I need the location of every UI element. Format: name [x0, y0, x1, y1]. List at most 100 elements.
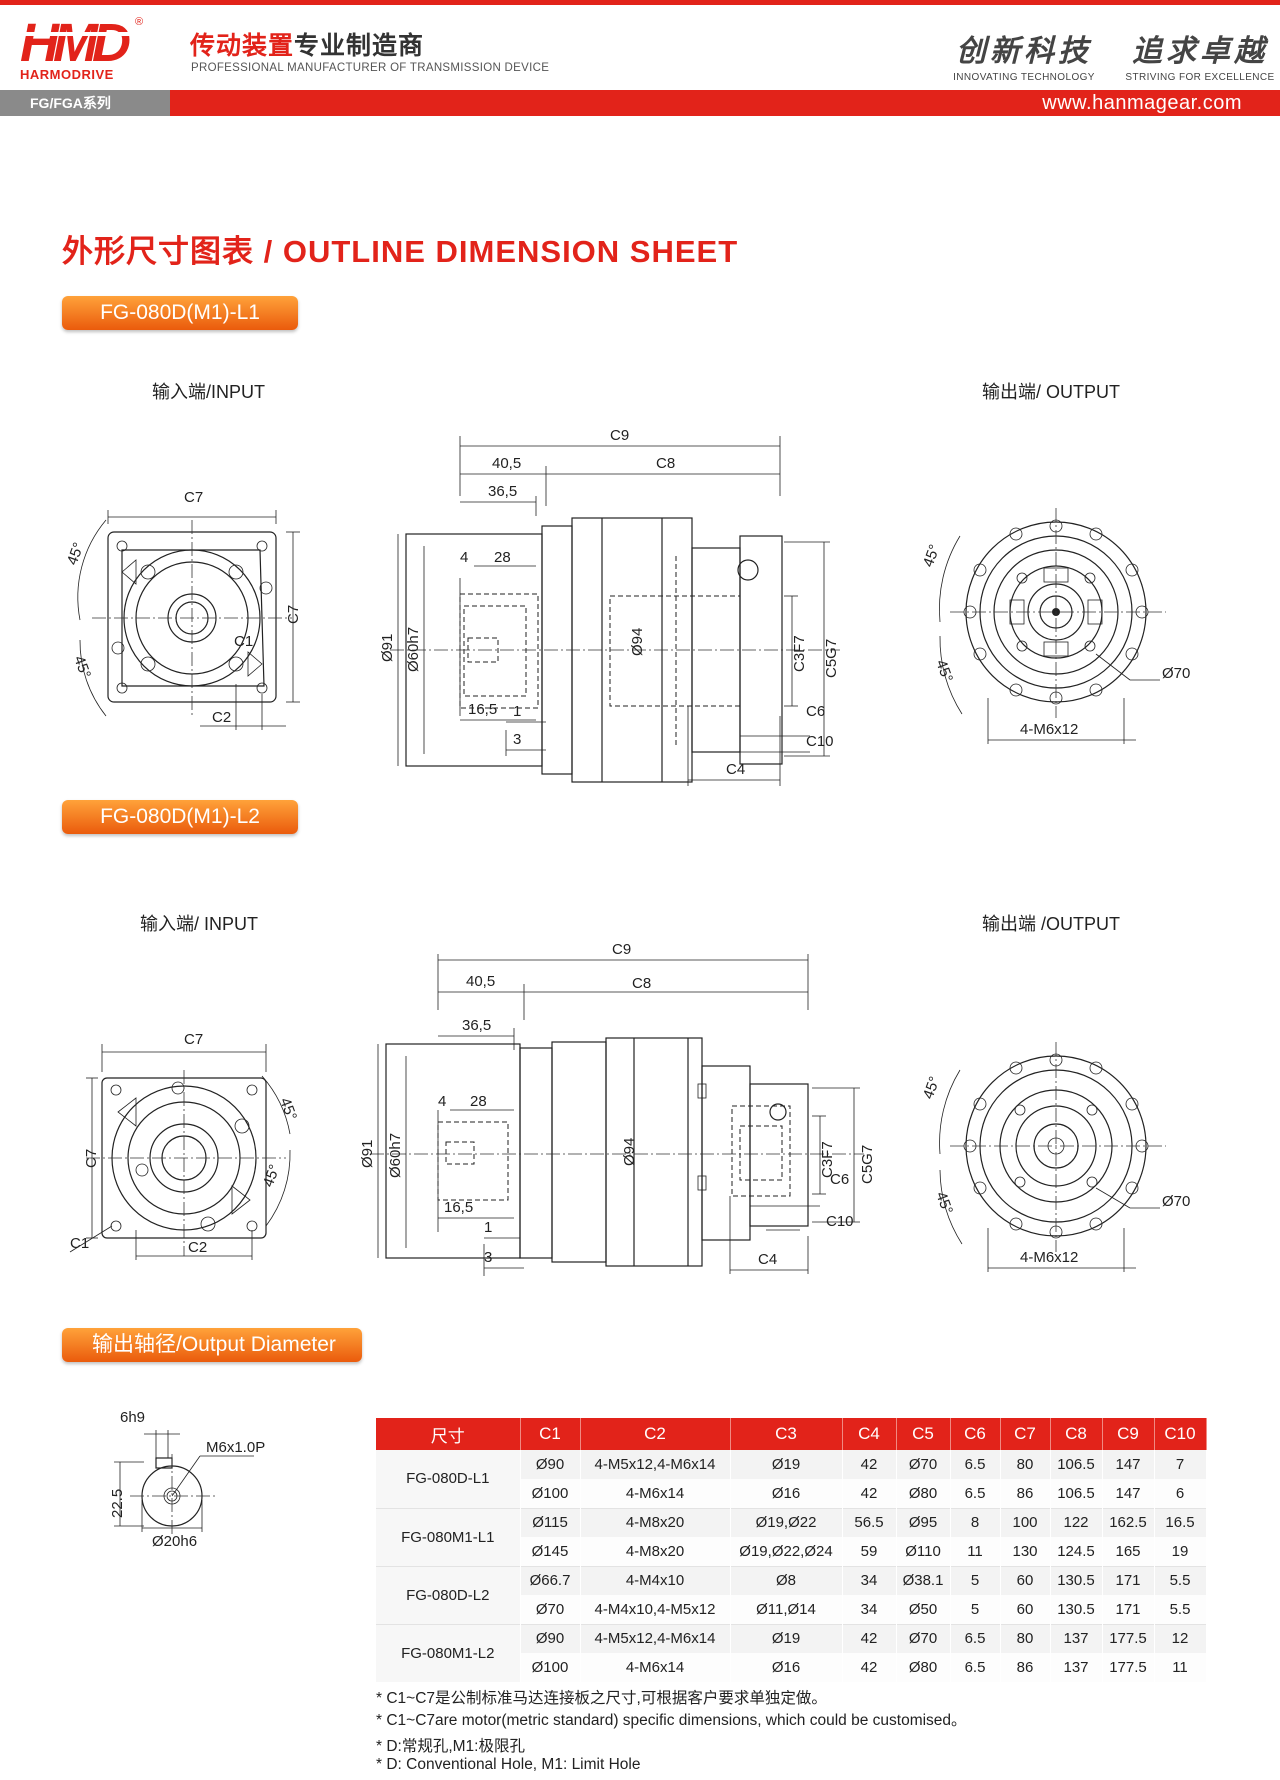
angle-45-bottom: 45°: [70, 654, 94, 681]
dim-c1: C1: [70, 1235, 89, 1252]
table-cell: 5.5: [1154, 1595, 1207, 1624]
table-cell: Ø70: [520, 1595, 581, 1624]
table-cell: Ø80: [896, 1653, 951, 1682]
dim-holes: 4-M6x12: [1020, 721, 1078, 738]
angle-45-bottom: 45°: [932, 658, 956, 685]
side-view-l1: C9 40,5 C8 36,5 Ø91 Ø60h7 4 28 Ø94 C3F7 …: [379, 427, 840, 786]
dim-c7-side: C7: [83, 1149, 100, 1168]
table-cell: Ø66.7: [520, 1565, 581, 1595]
input-label-l1: 输入端/INPUT: [152, 382, 266, 402]
shaft-dia: Ø20h6: [152, 1533, 197, 1550]
dim-3: 3: [513, 731, 521, 748]
table-cell: Ø19: [730, 1623, 843, 1653]
table-cell: 4-M4x10,4-M5x12: [580, 1595, 731, 1624]
table-cell: Ø100: [520, 1653, 581, 1682]
shaft-thread: M6x1.0P: [206, 1439, 265, 1456]
note-line: * C1~C7are motor(metric standard) specif…: [376, 1712, 967, 1729]
header-cell: C4: [842, 1418, 897, 1450]
table-cell: 86: [1000, 1479, 1051, 1508]
table-cell: 11: [1154, 1653, 1207, 1682]
slogan-excellence-cn: 追求卓越: [1132, 34, 1268, 69]
table-cell: 100: [1000, 1507, 1051, 1537]
table-row: Ø100 4-M6x14 Ø16 42 Ø80 6.5 86 137 177.5…: [376, 1653, 1207, 1682]
table-cell: 6.5: [950, 1479, 1001, 1508]
dim-c10: C10: [826, 1213, 854, 1230]
table-cell: 59: [842, 1537, 897, 1566]
table-cell: 8: [950, 1507, 1001, 1537]
angle-45-top: 45°: [64, 540, 88, 567]
table-cell: Ø70: [896, 1450, 951, 1479]
dim-d60: Ø60h7: [405, 627, 422, 672]
table-cell: Ø80: [896, 1479, 951, 1508]
angle-45-top: 45°: [276, 1096, 300, 1123]
dim-d91: Ø91: [379, 634, 396, 662]
table-cell: 60: [1000, 1595, 1051, 1624]
slogan-innovating-cn: 创新科技: [956, 34, 1092, 69]
dim-c7-top: C7: [184, 489, 203, 506]
header-cell: C6: [950, 1418, 1001, 1450]
table-cell: 171: [1102, 1595, 1155, 1624]
table-cell: 6.5: [950, 1623, 1001, 1653]
header-cell: C3: [730, 1418, 843, 1450]
dim-3: 3: [484, 1249, 492, 1266]
table-cell: 137: [1050, 1653, 1103, 1682]
angle-45-bottom: 45°: [260, 1162, 284, 1189]
table-cell: 147: [1102, 1450, 1155, 1479]
dim-c5: C5G7: [823, 639, 840, 678]
shaft-key: 6h9: [120, 1409, 145, 1426]
dim-holes: 4-M6x12: [1020, 1249, 1078, 1266]
header-cell: C7: [1000, 1418, 1051, 1450]
table-cell: Ø19,Ø22: [730, 1507, 843, 1537]
table-cell: 5.5: [1154, 1565, 1207, 1595]
top-rule: [0, 0, 1280, 5]
dim-c9: C9: [612, 941, 631, 958]
table-cell: Ø90: [520, 1450, 581, 1479]
logo-stripe: [22, 32, 140, 36]
output-shaft-view: 6h9 M6x1.0P 22.5 Ø20h6: [109, 1409, 265, 1550]
dim-36-5: 36,5: [462, 1017, 491, 1034]
dim-4: 4: [438, 1093, 446, 1110]
model-cell: FG-080D-L2: [376, 1565, 521, 1624]
angle-45-bottom: 45°: [932, 1190, 956, 1217]
tagline-cn-dark: 专业制造商: [294, 32, 425, 60]
dim-d91: Ø91: [359, 1140, 376, 1168]
header-cell: C1: [520, 1418, 581, 1450]
input-view-l1: C7 C7 45° 45° C1 C2: [64, 489, 302, 730]
dim-d60: Ø60h7: [387, 1133, 404, 1178]
dim-4: 4: [460, 549, 468, 566]
table-cell: Ø100: [520, 1479, 581, 1508]
table-cell: 4-M6x14: [580, 1653, 731, 1682]
page-title: 外形尺寸图表 / OUTLINE DIMENSION SHEET: [62, 234, 739, 269]
dim-d94: Ø94: [629, 628, 646, 656]
logo-mark: HMD: [20, 13, 131, 73]
dim-c6: C6: [806, 703, 825, 720]
note-line: * C1~C7是公制标准马达连接板之尺寸,可根据客户要求单独定做。: [376, 1690, 827, 1707]
header-cell: 尺寸: [376, 1418, 521, 1450]
website-link[interactable]: www.hanmagear.com: [1042, 92, 1242, 114]
side-view-l2: C9 40,5 C8 36,5 Ø91 Ø60h7 4 28 Ø94 C3F7 …: [359, 941, 876, 1276]
table-cell: 4-M8x20: [580, 1537, 731, 1566]
table-cell: Ø115: [520, 1507, 581, 1537]
table-cell: Ø145: [520, 1537, 581, 1566]
header-cell: C5: [896, 1418, 951, 1450]
table-cell: 130.5: [1050, 1565, 1103, 1595]
dim-c5: C5G7: [859, 1145, 876, 1184]
table-cell: 162.5: [1102, 1507, 1155, 1537]
table-header-row: 尺寸 C1 C2 C3 C4 C5 C6 C7 C8 C9 C10: [376, 1418, 1207, 1450]
table-cell: 4-M5x12,4-M6x14: [580, 1623, 731, 1653]
series-tab: FG/FGA系列: [0, 90, 170, 116]
output-view-l2: 45° 45° Ø70 4-M6x12: [920, 1042, 1190, 1272]
slogan-innovating-en: INNOVATING TECHNOLOGY: [953, 72, 1095, 83]
model-badge-l2: FG-080D(M1)-L2: [62, 800, 298, 834]
output-view-l1: 45° 45° Ø70 4-M6x12: [920, 508, 1190, 744]
table-cell: 177.5: [1102, 1623, 1155, 1653]
table-cell: 80: [1000, 1623, 1051, 1653]
table-cell: Ø50: [896, 1595, 951, 1624]
dim-c2: C2: [188, 1239, 207, 1256]
slogan-excellence: 追求卓越 STRIVING FOR EXCELLENCE: [1122, 26, 1278, 83]
series-bar: [0, 90, 1280, 116]
model-cell: FG-080M1-L1: [376, 1507, 521, 1566]
dim-1: 1: [513, 703, 521, 720]
tagline-cn: 传动装置专业制造商: [190, 26, 424, 62]
table-cell: 11: [950, 1537, 1001, 1566]
